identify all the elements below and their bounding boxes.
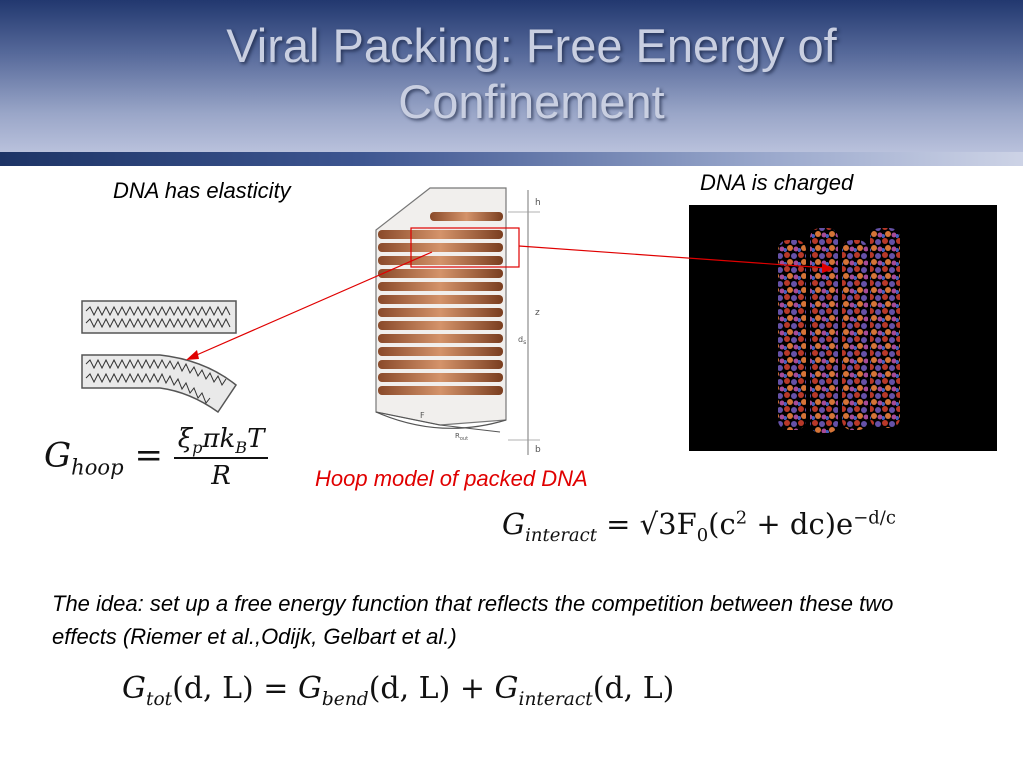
idea-text: The idea: set up a free energy function … [52,591,894,649]
label-hoop-model: Hoop model of packed DNA [315,466,588,491]
label-b: b [535,445,541,455]
equation-total: Gtot(d, L) = Gbend(d, L) + Ginteract(d, … [122,671,675,710]
dna-helices [778,228,900,433]
arrow-to-charged-dna [518,245,834,273]
label-Rout: Rout [455,432,468,442]
title-line-2: Confinement [398,75,665,128]
header-band [0,152,1023,166]
slide-title: Viral Packing: Free Energy of Confinemen… [0,18,1023,130]
label-h: h [535,198,541,208]
equation-interact: Ginteract = √3F0(c2 + dc)e−d/c [502,507,896,546]
dna-coils [378,212,503,395]
title-line-1: Viral Packing: Free Energy of [226,19,837,72]
elastic-rod-straight [81,300,237,334]
equation-hoop: Ghoop = ξpπkBT R [44,424,269,491]
elastic-rod-bent [81,354,238,414]
label-F: F [420,411,425,420]
label-z: z [535,308,540,318]
label-dna-elasticity: DNA has elasticity [113,178,291,203]
label-ds: ds [518,335,526,346]
label-dna-charged: DNA is charged [700,170,854,195]
arrow-to-bent-rod [186,251,433,360]
highlight-box [410,227,520,268]
capsid-hoop-figure: h z ds F Rout b [375,187,541,455]
slide-header [0,0,1023,152]
